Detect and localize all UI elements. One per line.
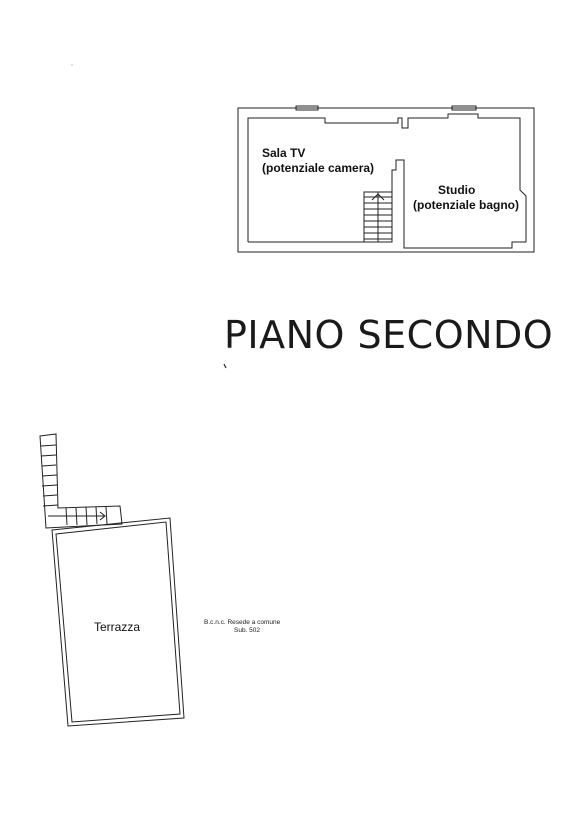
outer-wall [237, 107, 535, 253]
stair-arrow-external [99, 511, 106, 521]
external-stair [39, 433, 123, 529]
room-label-studio: Studio [438, 183, 475, 197]
room-note-studio: (potenziale bagno) [413, 198, 519, 212]
annotation-line-1: B.c.n.c. Resede a comune [204, 619, 281, 626]
inner-wall-sala [247, 113, 527, 249]
stair-arrow [371, 193, 385, 201]
room-note-sala-tv: (potenziale camera) [262, 161, 374, 175]
staircase [363, 191, 393, 243]
annotation-line-2: Sub. 502 [234, 627, 260, 634]
stray-dot [71, 64, 73, 66]
room-label-sala-tv: Sala TV [262, 146, 305, 160]
room-label-terrazza: Terrazza [94, 620, 140, 634]
page-title: PIANO SECONDO [224, 313, 553, 357]
upper-building [237, 105, 535, 253]
stray-tick [223, 363, 227, 369]
terrace [51, 517, 185, 727]
